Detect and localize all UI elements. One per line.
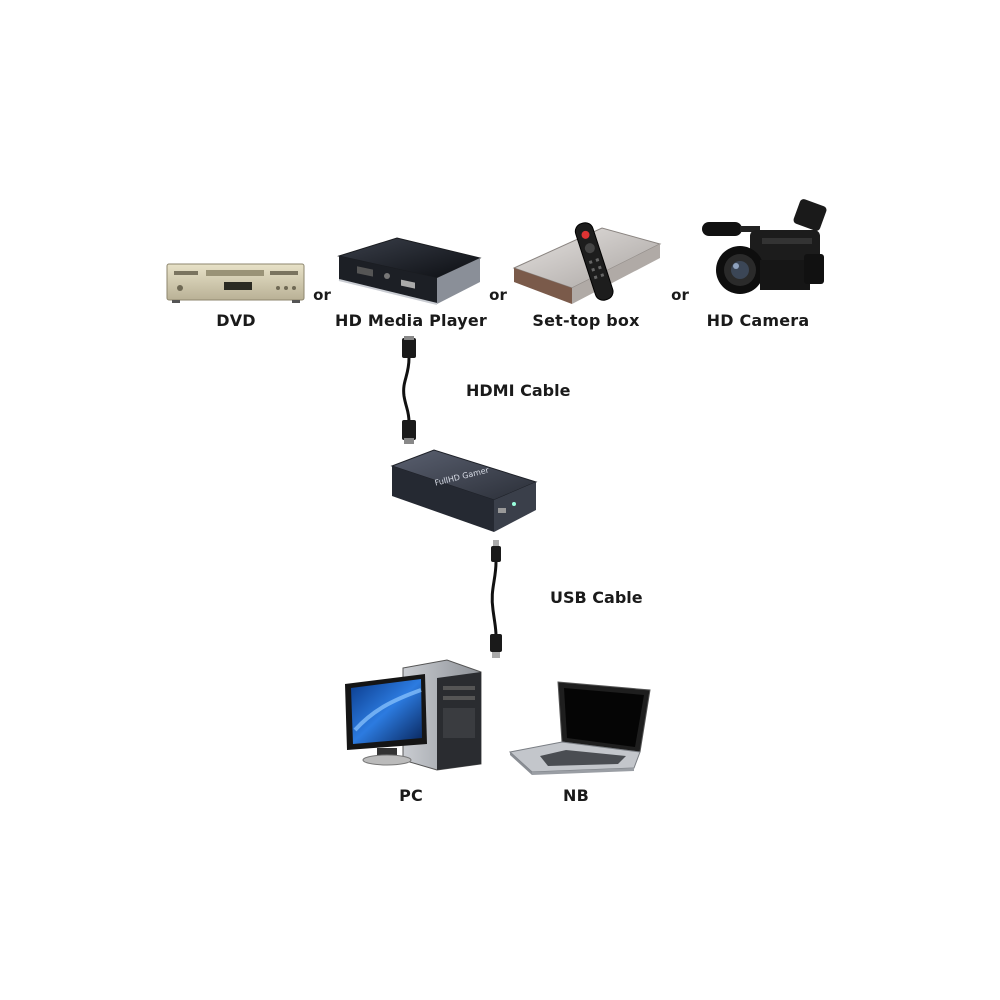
- set-top-box-icon: [512, 222, 662, 304]
- source-label-camcorder: HD Camera: [706, 311, 810, 330]
- desktop-pc-icon: [345, 659, 482, 771]
- or-separator-3: or: [671, 286, 689, 304]
- source-label-media-player: HD Media Player: [334, 311, 488, 330]
- or-separator-2: or: [489, 286, 507, 304]
- camcorder-icon: [702, 199, 827, 294]
- dvd-player-icon: [166, 263, 305, 303]
- usb-cable-label: USB Cable: [550, 588, 643, 607]
- or-separator-1: or: [313, 286, 331, 304]
- notebook-icon: [508, 681, 651, 775]
- capture-box-icon: FullHD Gamer: [390, 449, 538, 532]
- source-label-dvd: DVD: [216, 311, 256, 330]
- media-player-icon: [337, 237, 482, 305]
- target-label-notebook: NB: [563, 786, 589, 805]
- target-label-pc: PC: [399, 786, 423, 805]
- hdmi-cable-label: HDMI Cable: [466, 381, 571, 400]
- hdmi-cable-icon: [402, 336, 416, 444]
- source-label-set-top-box: Set-top box: [532, 311, 640, 330]
- usb-cable-icon: [490, 540, 502, 658]
